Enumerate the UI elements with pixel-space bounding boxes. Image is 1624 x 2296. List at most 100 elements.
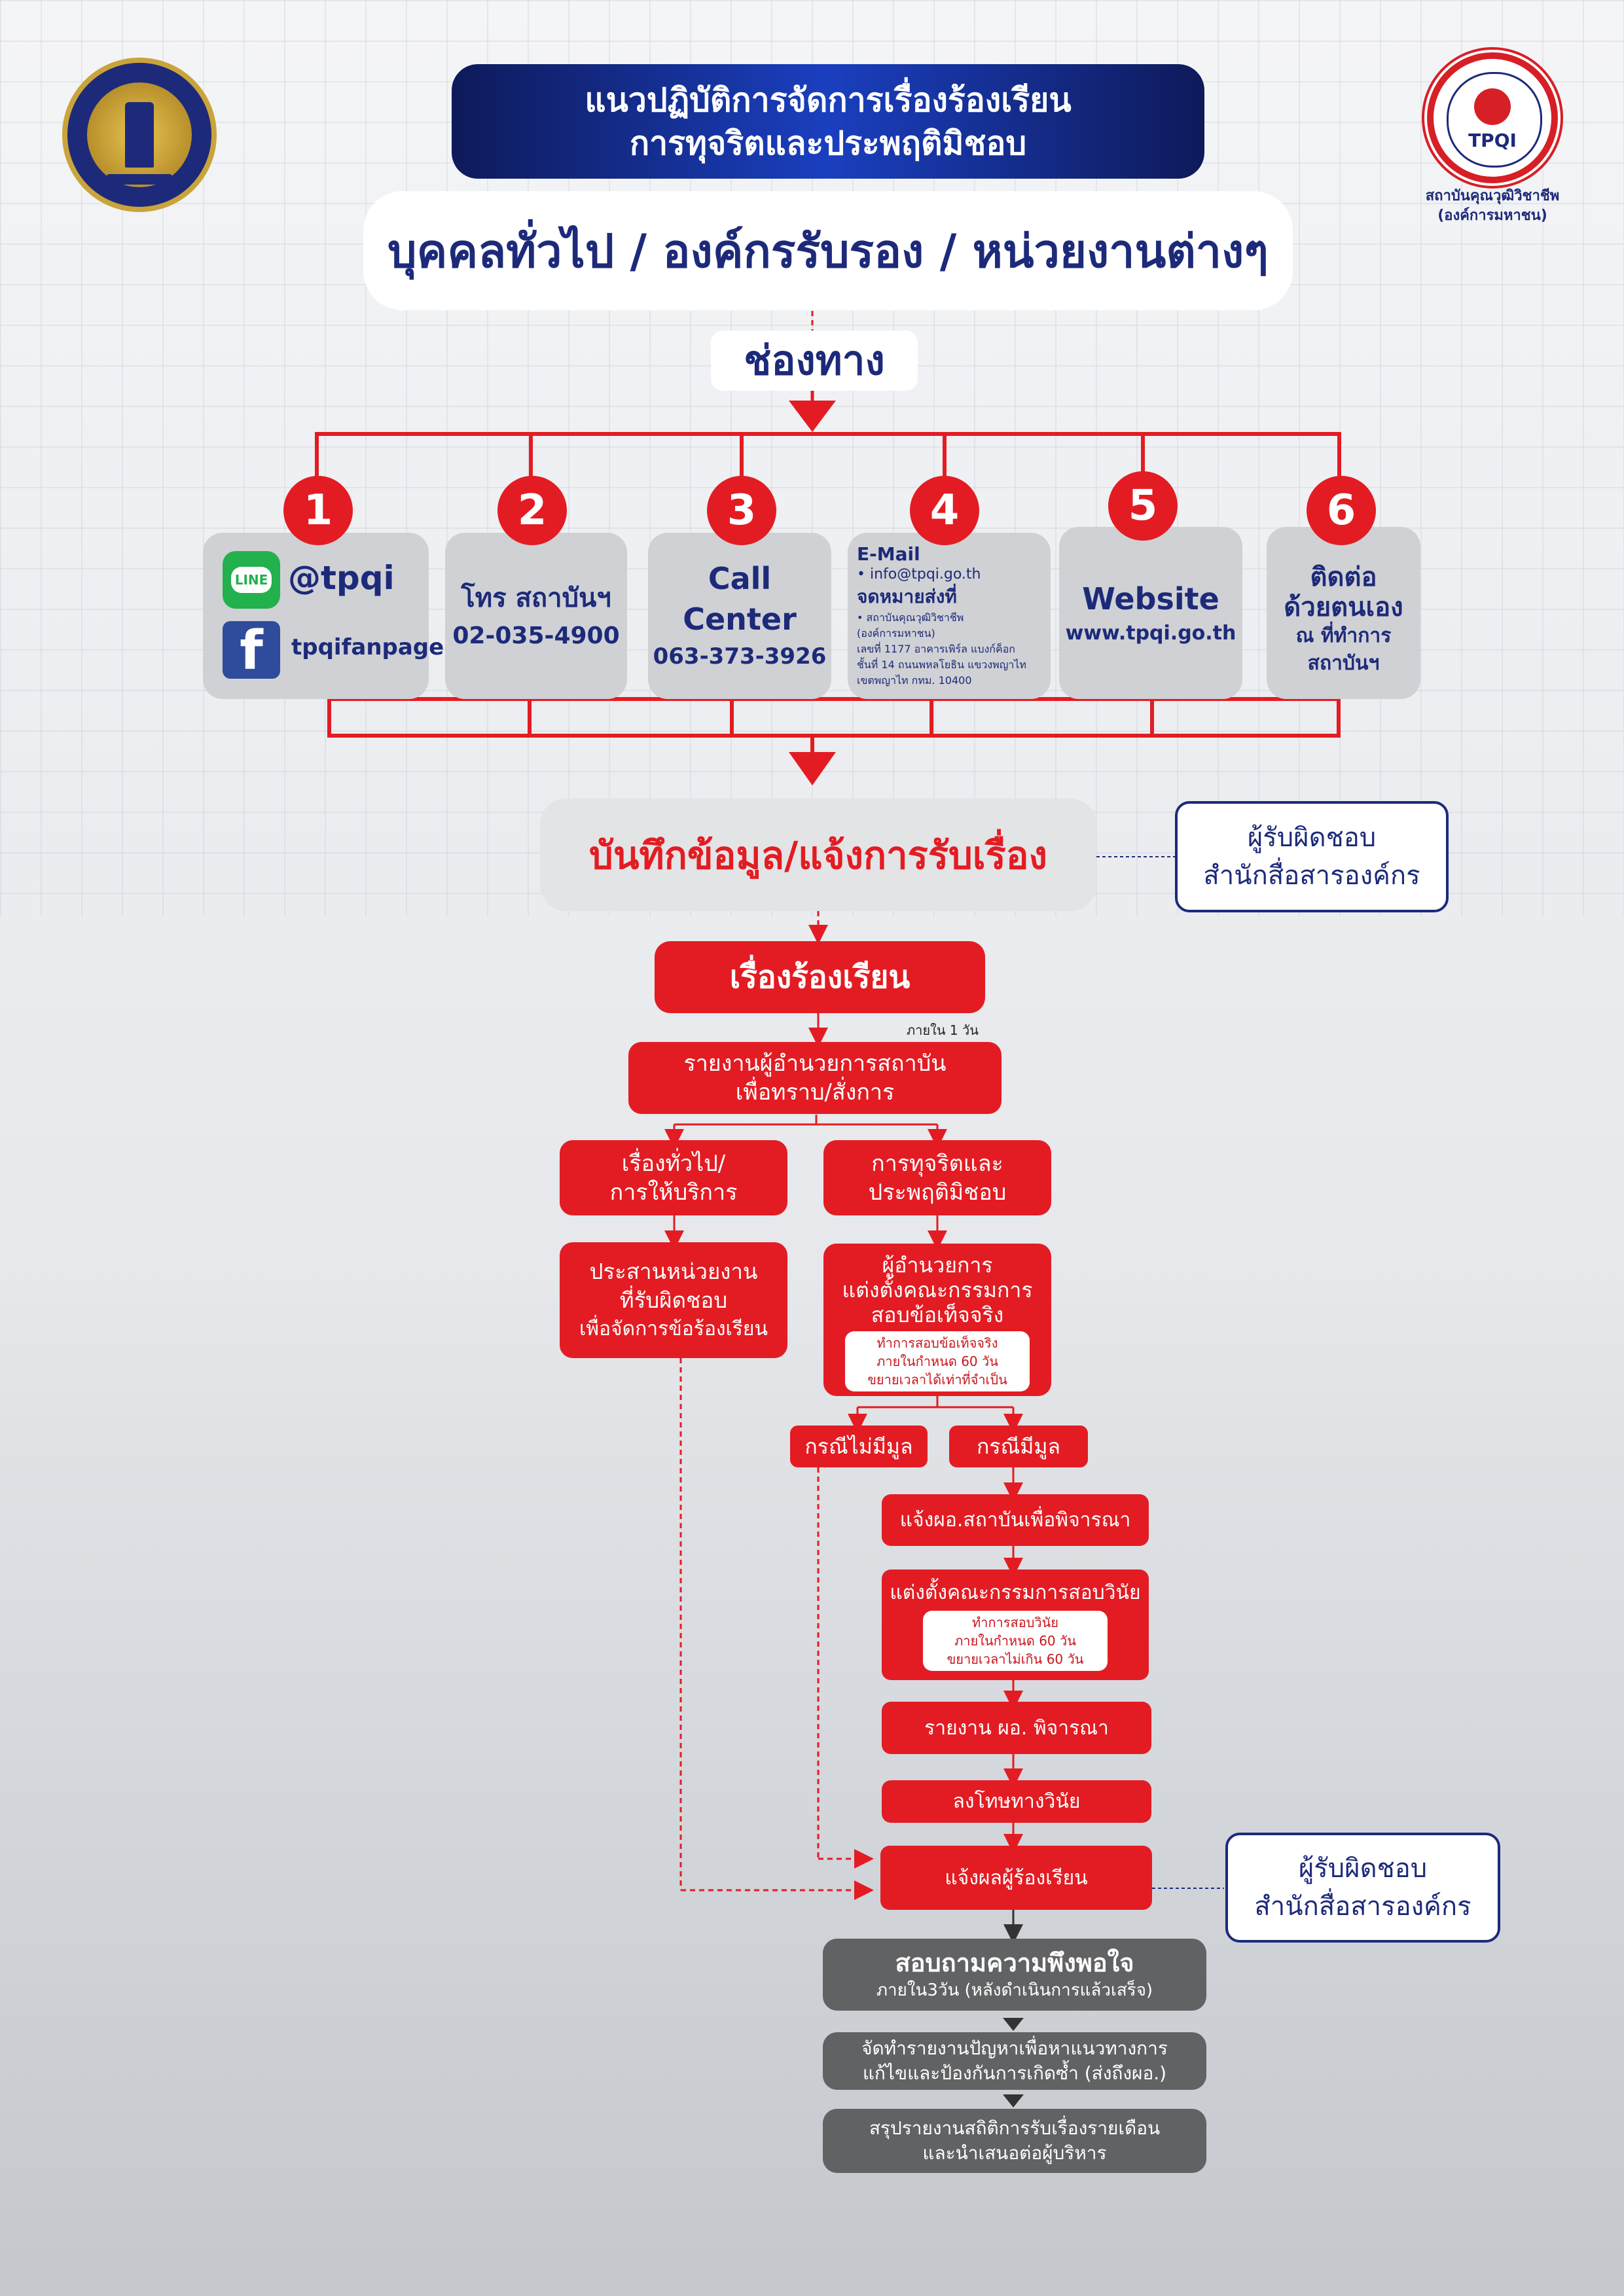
mail-address-3: เลขที่ 1177 อาคารเพิร์ล แบงก์ค็อก [857,643,1015,655]
channels-label-box: ช่องทาง [711,331,918,391]
channel-panel-call-center: Call Center 063-373-3926 [648,533,831,699]
page-title-banner: แนวปฏิบัติการจัดการเรื่องร้องเรียน การทุ… [452,64,1204,179]
fact-committee-note: ทำการสอบข้อเท็จจริง ภายในกำหนด 60 วัน ขย… [845,1331,1030,1391]
phone-number[interactable]: 02-035-4900 [452,622,620,649]
facebook-icon: f [223,621,280,679]
problem-report-box: จัดทำรายงานปัญหาเพื่อหาแนวทางการ แก้ไขแล… [823,2032,1206,2090]
responsible2-line1: ผู้รับผิดชอบ [1298,1854,1428,1884]
notify-result-text: แจ้งผลผู้ร้องเรียน [945,1866,1088,1890]
phone-label: โทร สถาบันฯ [461,583,611,613]
channel-panel-phone: โทร สถาบันฯ 02-035-4900 [445,533,627,699]
summary-box: สรุปรายงานสถิติการรับเรื่องรายเดือน และน… [823,2109,1206,2173]
responsible-box-top: ผู้รับผิดชอบ สำนักสื่อสารองค์กร [1175,801,1449,912]
report-director-box: รายงานผู้อำนวยการสถาบัน เพื่อทราบ/สั่งกา… [628,1042,1001,1114]
mail-address-2: (องค์การมหาชน) [857,627,935,639]
walk-in-line2: ด้วยตนเอง [1284,592,1403,622]
survey-box: สอบถามความพึงพอใจ ภายใน3วัน (หลังดำเนินก… [823,1939,1206,2011]
page-title-line1: แนวปฏิบัติการจัดการเรื่องร้องเรียน [585,81,1072,119]
coordinate-line2: ที่รับผิดชอบ [619,1287,728,1313]
no-grounds-text: กรณีไม่มีมูล [804,1433,913,1459]
notify-result-box: แจ้งผลผู้ร้องเรียน [880,1846,1152,1910]
complaint-box: เรื่องร้องเรียน [655,941,985,1013]
channel-panel-line-facebook: LINE @tpqi f tpqifanpage [203,533,444,699]
disciplinary-committee-box: แต่งตั้งคณะกรรมการสอบวินัย ทำการสอบวินัย… [882,1570,1149,1680]
disciplinary-note: ทำการสอบวินัย ภายในกำหนด 60 วัน ขยายเวลา… [923,1610,1108,1671]
tpqi-logo: TPQI [1427,52,1558,183]
facebook-handle[interactable]: tpqifanpage [291,634,444,660]
corruption-line2: ประพฤติมิชอบ [868,1179,1007,1206]
channel-panel-walk-in: ติดต่อ ด้วยตนเอง ณ ที่ทำการ สถาบันฯ [1267,527,1420,699]
coordinate-line1: ประสานหน่วยงาน [589,1258,758,1284]
responsible2-line2: สำนักสื่อสารองค์กร [1254,1892,1471,1922]
has-grounds-box: กรณีมีมูล [949,1426,1088,1467]
government-emblem-logo [62,58,217,212]
general-line2: การให้บริการ [609,1179,738,1206]
channel-number-4: 4 [910,476,979,545]
general-box: เรื่องทั่วไป/ การให้บริการ [560,1140,787,1215]
mail-label: จดหมายส่งที่ [857,586,957,607]
website-url[interactable]: www.tpqi.go.th [1065,621,1236,645]
channel-panel-email-mail: E-Mail • info@tpqi.go.th จดหมายส่งที่ • … [848,533,1051,699]
tpqi-caption: สถาบันคุณวุฒิวิชาชีพ (องค์การมหาชน) [1401,187,1584,226]
summary-line2: และนำเสนอต่อผู้บริหาร [922,2142,1107,2164]
coordinate-line3: เพื่อจัดการข้อร้องเรียน [579,1317,768,1340]
record-text: บันทึกข้อมูล/แจ้งการรับเรื่อง [589,833,1047,878]
source-box: บุคคลทั่วไป / องค์กรรับรอง / หน่วยงานต่า… [363,191,1293,310]
no-grounds-box: กรณีไม่มีมูล [790,1426,928,1467]
line-icon: LINE [223,551,280,609]
punish-box: ลงโทษทางวินัย [882,1780,1151,1823]
mail-address-5: เขตพญาไท กทม. 10400 [857,674,972,687]
notify-director-text: แจ้งผอ.สถาบันเพื่อพิจารณา [899,1509,1131,1532]
walk-in-line4: สถาบันฯ [1307,651,1380,675]
website-label: Website [1082,581,1219,617]
mail-address-4: ชั้นที่ 14 ถนนพหลโยธิน แขวงพญาไท [857,658,1026,671]
fact-note1: ทำการสอบข้อเท็จจริง [876,1335,998,1351]
report-consider-box: รายงาน ผอ. พิจารณา [882,1702,1151,1754]
channel-number-6: 6 [1307,476,1376,545]
notify-director-box: แจ้งผอ.สถาบันเพื่อพิจารณา [882,1494,1149,1546]
channels-title: ช่องทาง [744,336,885,384]
survey-line1: สอบถามความพึงพอใจ [895,1948,1134,1977]
record-box: บันทึกข้อมูล/แจ้งการรับเรื่อง [540,798,1096,911]
summary-line1: สรุปรายงานสถิติการรับเรื่องรายเดือน [869,2117,1161,2139]
fact-committee-line3: สอบข้อเท็จจริง [871,1302,1004,1327]
responsible-line2: สำนักสื่อสารองค์กร [1203,861,1420,891]
problem-report-line2: แก้ไขและป้องกันการเกิดซ้ำ (ส่งถึงผอ.) [862,2062,1167,2084]
fact-note3: ขยายเวลาได้เท่าที่จำเป็น [867,1371,1007,1388]
tpqi-emblem-text: TPQI [1468,130,1517,151]
coordinate-box: ประสานหน่วยงาน ที่รับผิดชอบ เพื่อจัดการข… [560,1242,787,1358]
email-label: E-Mail [857,543,920,565]
report-consider-text: รายงาน ผอ. พิจารณา [924,1716,1109,1740]
walk-in-line3: ณ ที่ทำการ [1295,624,1392,647]
corruption-box: การทุจริตและ ประพฤติมิชอบ [823,1140,1051,1215]
call-center-label: Call Center [683,561,797,637]
fact-committee-line1: ผู้อำนวยการ [882,1252,993,1278]
general-line1: เรื่องทั่วไป/ [621,1150,726,1177]
survey-line2: ภายใน3วัน (หลังดำเนินการแล้วเสร็จ) [876,1981,1153,2000]
punish-text: ลงโทษทางวินัย [952,1790,1081,1813]
complaint-text: เรื่องร้องเรียน [729,959,911,996]
channel-number-2: 2 [497,476,567,545]
mail-address-1: • สถาบันคุณวุฒิวิชาชีพ [857,611,964,624]
fact-committee-line2: แต่งตั้งคณะกรรมการ [842,1277,1033,1302]
disciplinary-note3: ขยายเวลาไม่เกิน 60 วัน [947,1651,1084,1667]
source-text: บุคคลทั่วไป / องค์กรรับรอง / หน่วยงานต่า… [388,224,1269,278]
disciplinary-note2: ภายในกำหนด 60 วัน [954,1632,1076,1649]
disciplinary-note1: ทำการสอบวินัย [971,1614,1059,1630]
email-address[interactable]: • info@tpqi.go.th [857,566,981,583]
line-handle[interactable]: @tpqi [288,559,395,597]
channel-number-3: 3 [707,476,776,545]
tpqi-emblem-icon [1474,88,1511,125]
disciplinary-committee-title: แต่งตั้งคณะกรรมการสอบวินัย [890,1581,1141,1604]
fact-note2: ภายในกำหนด 60 วัน [876,1353,998,1369]
call-center-number[interactable]: 063-373-3926 [653,643,827,670]
report-director-line2: เพื่อทราบ/สั่งการ [735,1079,895,1105]
page-title-line2: การทุจริตและประพฤติมิชอบ [629,124,1027,162]
responsible-line1: ผู้รับผิดชอบ [1247,823,1377,853]
walk-in-line1: ติดต่อ [1310,562,1377,592]
within-one-day-note: ภายใน 1 วัน [907,1022,979,1038]
channel-panel-website: Website www.tpqi.go.th [1059,527,1242,699]
responsible-box-bottom: ผู้รับผิดชอบ สำนักสื่อสารองค์กร [1225,1833,1500,1943]
tpqi-caption-line1: สถาบันคุณวุฒิวิชาชีพ [1425,188,1560,204]
